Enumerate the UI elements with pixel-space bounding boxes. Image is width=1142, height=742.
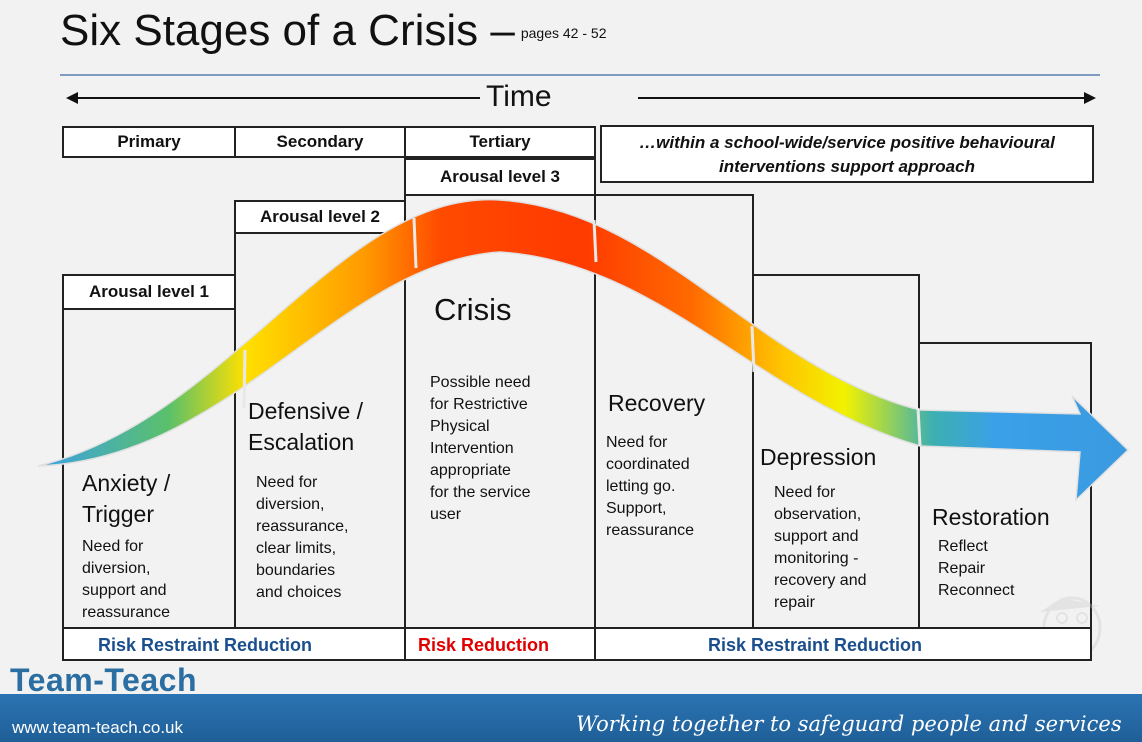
page-title: Six Stages of a Crisis –pages 42 - 52 (60, 6, 607, 55)
header-secondary: Secondary (234, 126, 406, 158)
title-divider (60, 74, 1100, 76)
arousal-level-1: Arousal level 1 (62, 274, 236, 310)
brand-logo: Team-Teach (10, 662, 197, 698)
time-arrow-right-line (638, 97, 1086, 99)
tagline: Working together to safeguard people and… (576, 712, 1122, 736)
stage-2-title: Defensive /Escalation (248, 398, 364, 455)
website-link[interactable]: www.team-teach.co.uk (12, 718, 184, 737)
arrow-right-icon (1084, 92, 1096, 104)
page-reference: pages 42 - 52 (520, 25, 607, 42)
arousal-level-3: Arousal level 3 (404, 158, 596, 196)
risk-bar-center-divider (404, 627, 596, 661)
header-tertiary: Tertiary (404, 126, 596, 158)
arousal-level-2: Arousal level 2 (234, 200, 406, 234)
risk-label-right: Risk Restraint Reduction (708, 635, 923, 655)
wave-shape (37, 199, 1130, 502)
risk-label-left: Risk Restraint Reduction (98, 635, 313, 655)
stage-1-title: Anxiety /Trigger (82, 470, 171, 527)
stage-6-title: Restoration (932, 504, 1050, 530)
time-label: Time (486, 80, 552, 113)
approach-note: …within a school-wide/service positive b… (600, 125, 1094, 183)
arrow-left-icon (66, 92, 78, 104)
stage-4-title: Recovery (608, 390, 706, 416)
risk-label-center: Risk Reduction (418, 635, 550, 655)
bottom-band (0, 694, 1142, 742)
time-arrow-left-line (74, 97, 480, 99)
header-primary: Primary (62, 126, 236, 158)
stage-5-title: Depression (760, 444, 877, 470)
stage-3-title: Crisis (434, 292, 512, 327)
